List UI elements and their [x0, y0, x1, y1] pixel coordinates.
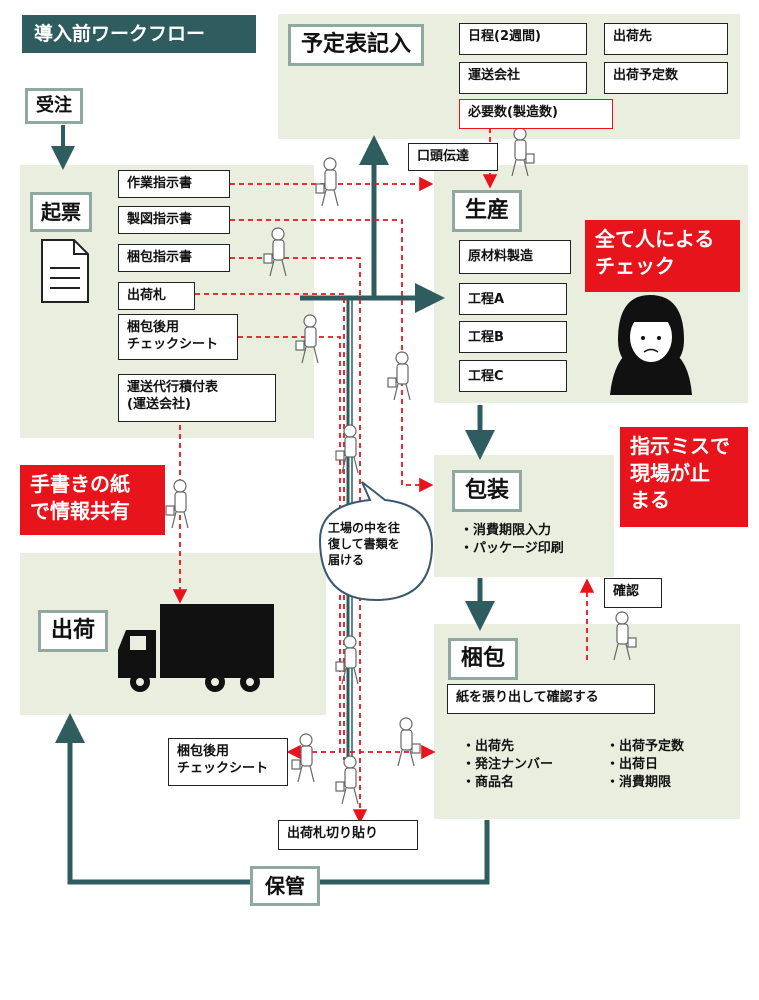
packing-ship-qty: ・出荷予定数: [606, 739, 685, 754]
doc-checksheet: 梱包後用 チェックシート: [118, 314, 238, 360]
page-title: 導入前ワークフロー: [22, 15, 256, 53]
doc-packing-instruction: 梱包指示書: [118, 244, 230, 272]
packing-order-number: ・発注ナンバー: [462, 757, 554, 772]
doc-shipping-tag: 出荷札: [118, 282, 195, 310]
worker-icons: [165, 127, 637, 805]
doc-drawing-instruction: 製図指示書: [118, 206, 230, 234]
doc-loading-table: 運送代行積付表 (運送会社): [118, 374, 276, 422]
handwritten-note: 手書きの紙 で情報共有: [20, 465, 165, 535]
packaging-header: 包装: [452, 470, 523, 512]
step-a: 工程A: [459, 283, 567, 315]
document-icon: [41, 239, 89, 303]
issue-header: 起票: [30, 192, 92, 232]
verbal-tag: 口頭伝達: [408, 143, 498, 171]
packing-expiry: ・消費期限: [606, 775, 672, 790]
instruction-mistake-note: 指示ミスで 現場が止 まる: [620, 427, 748, 527]
production-header: 生産: [452, 190, 523, 232]
step-raw-material: 原材料製造: [459, 240, 571, 274]
speech-bubble-shape: [318, 481, 434, 602]
doc-work-instruction: 作業指示書: [118, 170, 230, 198]
schedule-item-destination: 出荷先: [604, 23, 728, 55]
schedule-required: 必要数(製造数): [459, 99, 613, 129]
packing-product-name: ・商品名: [462, 775, 515, 790]
human-check-note: 全て人による チェック: [585, 220, 740, 292]
schedule-header: 予定表記入: [288, 24, 425, 66]
speech-bubble-text: 工場の中を往 復して書類を 届ける: [328, 521, 401, 567]
schedule-item-qty: 出荷予定数: [604, 62, 728, 94]
packing-ship-date: ・出荷日: [606, 757, 659, 772]
packing-paper: 紙を張り出して確認する: [447, 684, 655, 714]
packing-destination: ・出荷先: [462, 739, 515, 754]
schedule-item-carrier: 運送会社: [459, 62, 587, 94]
packaging-item-expiry: ・消費期限入力: [460, 523, 552, 538]
truck-icon: [118, 604, 274, 692]
shipping-header: 出荷: [38, 610, 109, 652]
storage-label: 保管: [250, 866, 320, 906]
packaging-item-print: ・パッケージ印刷: [460, 541, 564, 556]
tag-paste-box: 出荷札切り貼り: [278, 820, 418, 850]
packing-header: 梱包: [448, 638, 519, 680]
step-c: 工程C: [459, 360, 567, 392]
worried-person-icon: [610, 295, 692, 395]
schedule-item-days: 日程(2週間): [459, 23, 587, 55]
confirm-tag: 確認: [604, 578, 662, 608]
checksheet-box: 梱包後用 チェックシート: [168, 738, 288, 786]
order-label: 受注: [25, 88, 83, 124]
step-b: 工程B: [459, 321, 567, 353]
